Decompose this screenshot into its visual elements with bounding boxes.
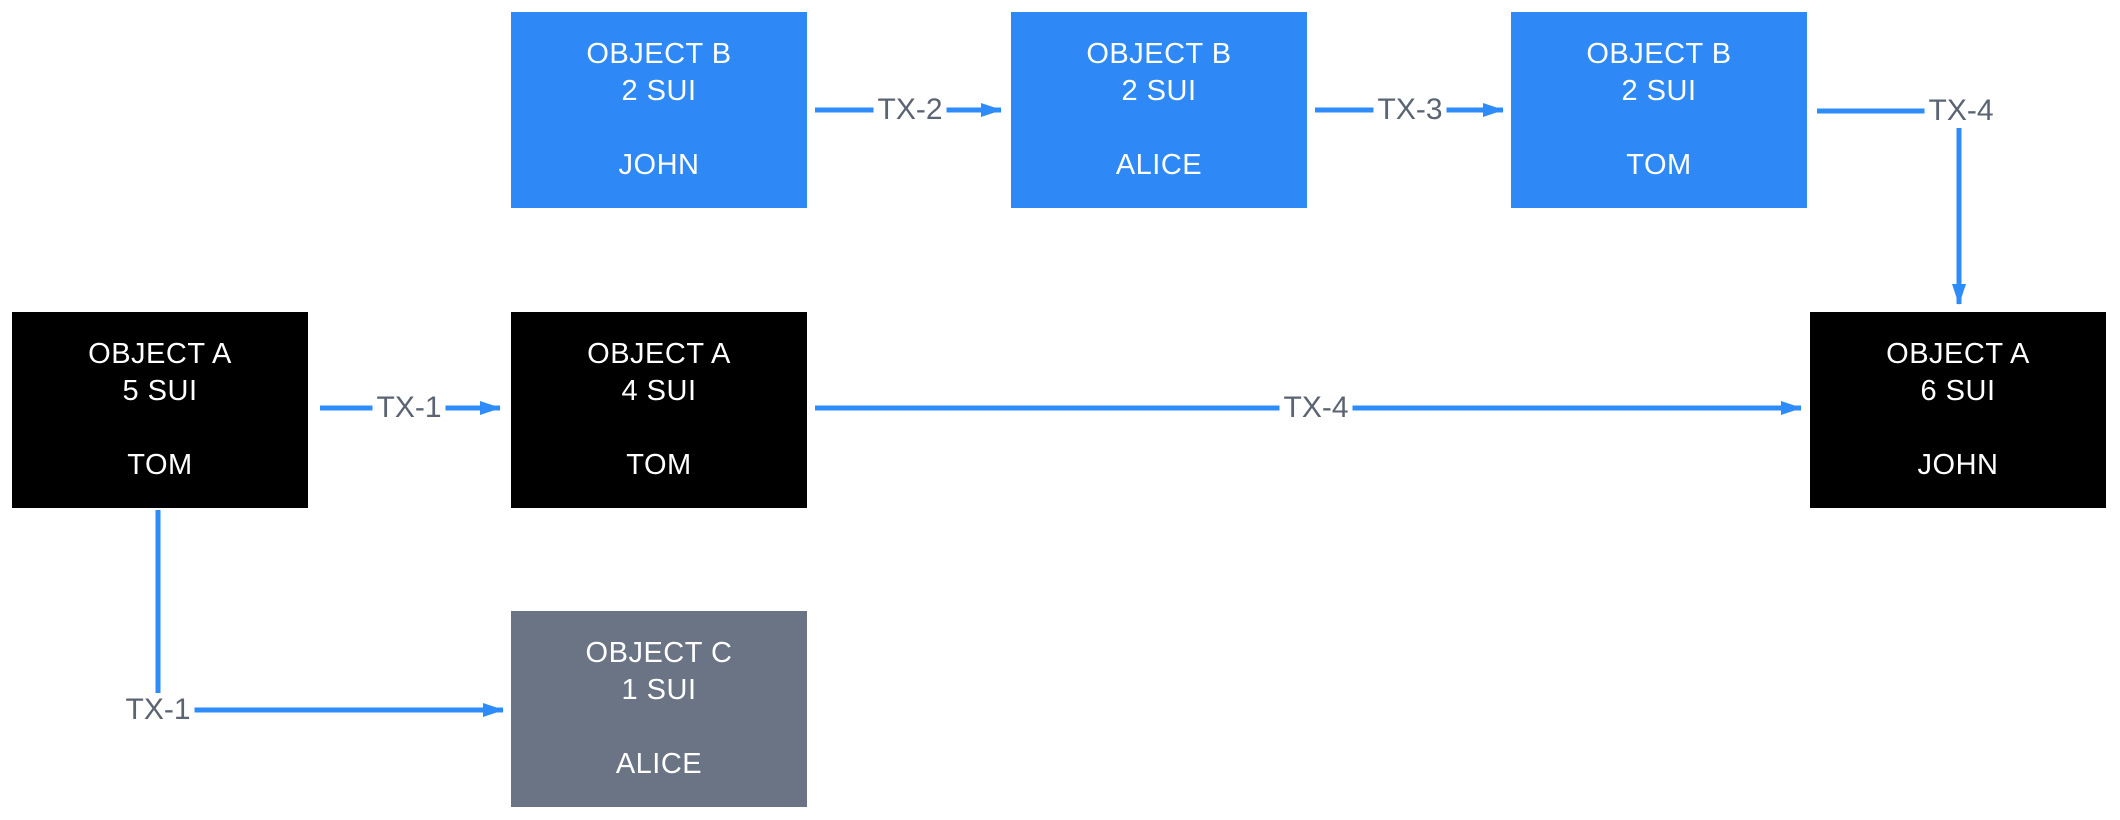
node-title: OBJECT A bbox=[88, 338, 232, 370]
node-object-a-4sui-tom: OBJECT A 4 SUI TOM bbox=[511, 312, 807, 508]
node-owner: TOM bbox=[127, 449, 193, 481]
node-amount: 2 SUI bbox=[1621, 75, 1697, 107]
node-owner: TOM bbox=[1626, 149, 1692, 181]
node-title: OBJECT C bbox=[585, 637, 733, 669]
node-title: OBJECT B bbox=[586, 38, 732, 70]
node-title: OBJECT B bbox=[1586, 38, 1732, 70]
node-amount: 2 SUI bbox=[1121, 75, 1197, 107]
node-object-a-6sui-john: OBJECT A 6 SUI JOHN bbox=[1810, 312, 2106, 508]
node-amount: 5 SUI bbox=[122, 375, 198, 407]
node-title: OBJECT A bbox=[587, 338, 731, 370]
node-owner: ALICE bbox=[1115, 149, 1203, 181]
edge-label-tx3: TX-3 bbox=[1373, 93, 1447, 127]
node-object-b-john: OBJECT B 2 SUI JOHN bbox=[511, 12, 807, 208]
node-object-a-5sui-tom: OBJECT A 5 SUI TOM bbox=[12, 312, 308, 508]
edge-label-tx4-long: TX-4 bbox=[1279, 391, 1353, 425]
node-owner: TOM bbox=[626, 449, 692, 481]
node-object-b-alice: OBJECT B 2 SUI ALICE bbox=[1011, 12, 1307, 208]
edge-label-tx2: TX-2 bbox=[873, 93, 947, 127]
node-owner: JOHN bbox=[1917, 449, 1999, 481]
edge-label-tx1-bottom: TX-1 bbox=[121, 693, 195, 727]
node-owner: ALICE bbox=[615, 748, 703, 780]
node-owner: JOHN bbox=[618, 149, 700, 181]
node-amount: 4 SUI bbox=[621, 375, 697, 407]
edge-label-tx1-mid: TX-1 bbox=[372, 391, 446, 425]
edge-label-tx4-top: TX-4 bbox=[1924, 94, 1998, 128]
node-object-c-alice: OBJECT C 1 SUI ALICE bbox=[511, 611, 807, 807]
node-title: OBJECT A bbox=[1886, 338, 2030, 370]
node-title: OBJECT B bbox=[1086, 38, 1232, 70]
node-amount: 6 SUI bbox=[1920, 375, 1996, 407]
arrow-tx1-bottom bbox=[155, 510, 504, 717]
node-amount: 1 SUI bbox=[621, 674, 697, 706]
node-object-b-tom: OBJECT B 2 SUI TOM bbox=[1511, 12, 1807, 208]
node-amount: 2 SUI bbox=[621, 75, 697, 107]
arrow-tx4-top bbox=[1817, 108, 1966, 305]
